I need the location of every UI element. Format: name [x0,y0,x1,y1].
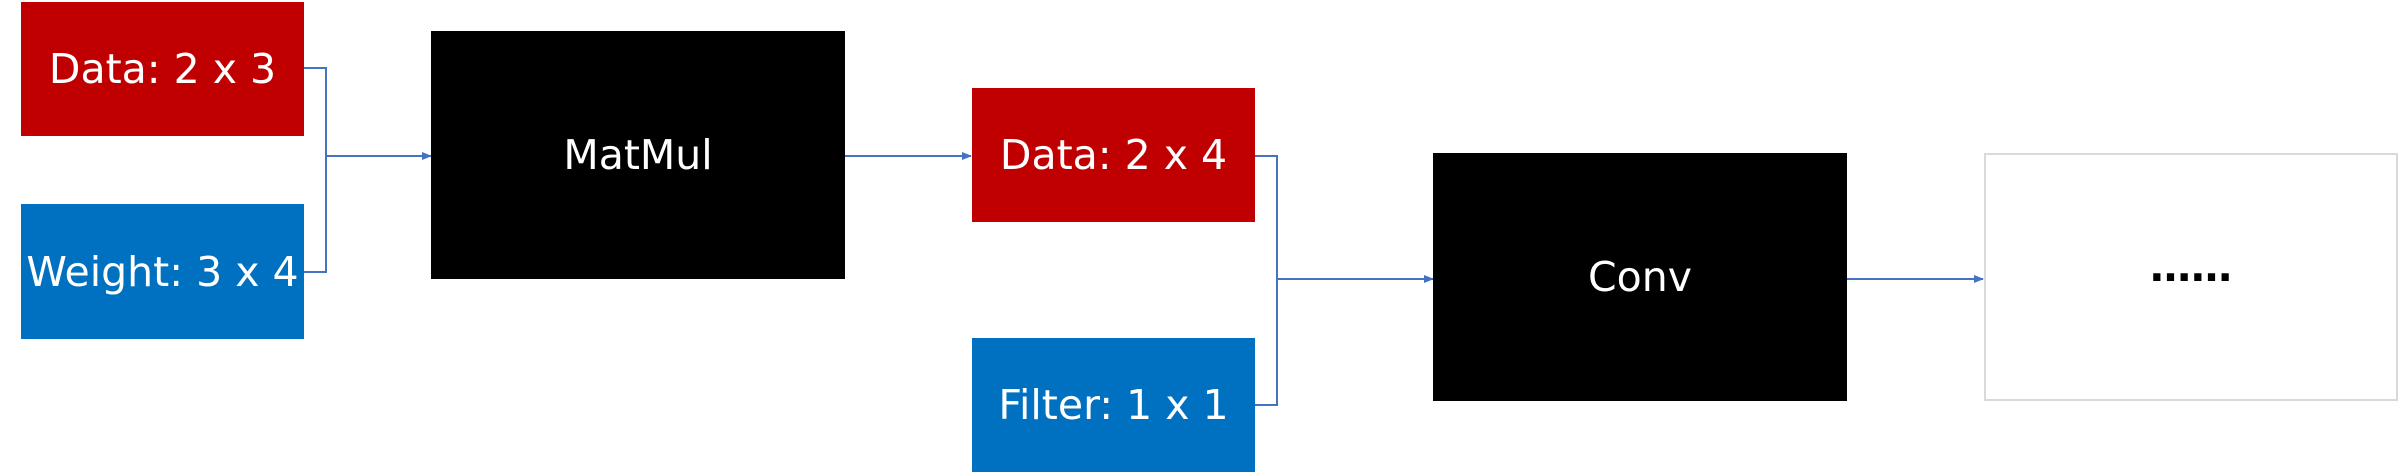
conv-op-node: Conv [1433,153,1847,401]
filter-input-label: Filter: 1 x 1 [998,381,1229,429]
data-intermediate-label: Data: 2 x 4 [999,131,1228,179]
matmul-op-label: MatMul [563,131,713,179]
matmul-op-node: MatMul [431,31,845,279]
data-intermediate-node: Data: 2 x 4 [972,88,1255,222]
continuation-label: …… [2150,243,2232,291]
data-input-label: Data: 2 x 3 [48,45,277,93]
edge-weight-to-matmul [303,156,327,273]
edge-data-to-matmul [303,67,327,156]
edge-filter-to-conv [1255,279,1278,406]
continuation-node: …… [1984,153,2398,401]
conv-op-label: Conv [1588,253,1692,301]
data-input-node: Data: 2 x 3 [21,2,304,136]
filter-input-node: Filter: 1 x 1 [972,338,1255,472]
edge-data-to-conv [1255,155,1278,279]
weight-input-label: Weight: 3 x 4 [26,247,299,296]
weight-input-node: Weight: 3 x 4 [21,204,304,339]
